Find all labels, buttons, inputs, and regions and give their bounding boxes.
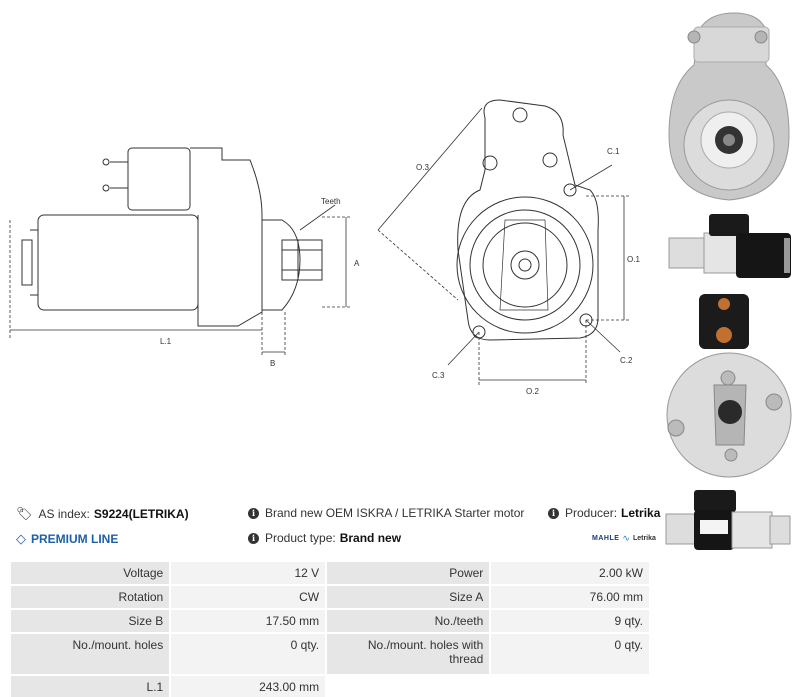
producer-row: i Producer: Letrika xyxy=(548,506,660,520)
spec-value: 2.00 kW xyxy=(491,562,649,584)
label-o3: O.3 xyxy=(416,163,429,172)
side-view xyxy=(21,147,323,327)
table-row: Rotation CW Size A 76.00 mm xyxy=(11,586,649,608)
rear-view-photo[interactable] xyxy=(664,290,794,480)
spec-value: 243.00 mm xyxy=(171,676,326,697)
as-index-value: S9224(LETRIKA) xyxy=(93,507,189,521)
label-c1: C.1 xyxy=(607,147,620,156)
label-c2: C.2 xyxy=(620,356,633,365)
front-view xyxy=(456,99,599,341)
spec-label: Voltage xyxy=(11,562,170,584)
label-a: A xyxy=(354,259,360,268)
as-index: 🏷 AS index: S9224(LETRIKA) xyxy=(16,506,189,522)
spec-value: 17.50 mm xyxy=(171,610,326,632)
spec-label: No./mount. holes xyxy=(11,634,170,674)
info-icon: i xyxy=(248,532,259,544)
label-o1: O.1 xyxy=(627,255,640,264)
premium-line: ◇ PREMIUM LINE xyxy=(16,531,118,547)
spec-label: No./teeth xyxy=(327,610,490,632)
product-type-label: Product type: xyxy=(265,531,336,545)
brand-logos: MAHLE ∿ Letrika xyxy=(592,533,656,544)
label-o2: O.2 xyxy=(526,387,539,396)
label-side-photo[interactable] xyxy=(664,486,794,558)
spec-value: 76.00 mm xyxy=(491,586,649,608)
diamond-icon: ◇ xyxy=(16,531,26,546)
description-row: i Brand new OEM ISKRA / LETRIKA Starter … xyxy=(248,506,524,520)
spec-value: CW xyxy=(171,586,326,608)
mahle-logo: MAHLE xyxy=(592,535,620,542)
spec-value xyxy=(491,676,649,697)
table-row: No./mount. holes 0 qty. No./mount. holes… xyxy=(11,634,649,674)
letrika-logo-icon: ∿ xyxy=(622,533,630,543)
info-icon: i xyxy=(248,507,259,519)
product-type-value: Brand new xyxy=(339,531,402,545)
spec-label: Rotation xyxy=(11,586,170,608)
spec-label xyxy=(327,676,489,697)
technical-drawing: Teeth A L.1 B O.3 C.1 O.1 C.2 C.3 O.2 xyxy=(9,99,640,396)
producer-value: Letrika xyxy=(621,506,661,520)
table-row: Voltage 12 V Power 2.00 kW xyxy=(11,562,649,584)
premium-line-label: PREMIUM LINE xyxy=(31,532,119,546)
label-teeth: Teeth xyxy=(321,197,341,206)
table-row: Size B 17.50 mm No./teeth 9 qty. xyxy=(11,610,649,632)
spec-label: No./mount. holes with thread xyxy=(327,634,490,674)
producer-label: Producer: xyxy=(565,506,618,520)
label-l1: L.1 xyxy=(160,337,172,346)
spec-label: Size B xyxy=(11,610,170,632)
spec-value: 12 V xyxy=(171,562,326,584)
product-type-row: i Product type: Brand new xyxy=(248,531,401,545)
specs-table: Voltage 12 V Power 2.00 kW Rotation CW S… xyxy=(9,560,651,697)
side-view-photo[interactable] xyxy=(664,208,794,286)
letrika-logo: Letrika xyxy=(632,535,656,542)
spec-label: L.1 xyxy=(11,676,170,697)
description-text: Brand new OEM ISKRA / LETRIKA Starter mo… xyxy=(265,506,525,520)
spec-value: 0 qty. xyxy=(171,634,326,674)
as-index-label: AS index: xyxy=(38,507,90,521)
front-view-photo[interactable] xyxy=(664,5,794,207)
table-row: L.1 243.00 mm xyxy=(11,676,649,697)
spec-label: Size A xyxy=(327,586,490,608)
info-icon: i xyxy=(548,507,559,519)
label-b: B xyxy=(270,359,275,368)
tag-icon: 🏷 xyxy=(16,506,33,521)
spec-value: 0 qty. xyxy=(491,634,649,674)
label-c3: C.3 xyxy=(432,371,445,380)
spec-label: Power xyxy=(327,562,490,584)
spec-value: 9 qty. xyxy=(491,610,649,632)
